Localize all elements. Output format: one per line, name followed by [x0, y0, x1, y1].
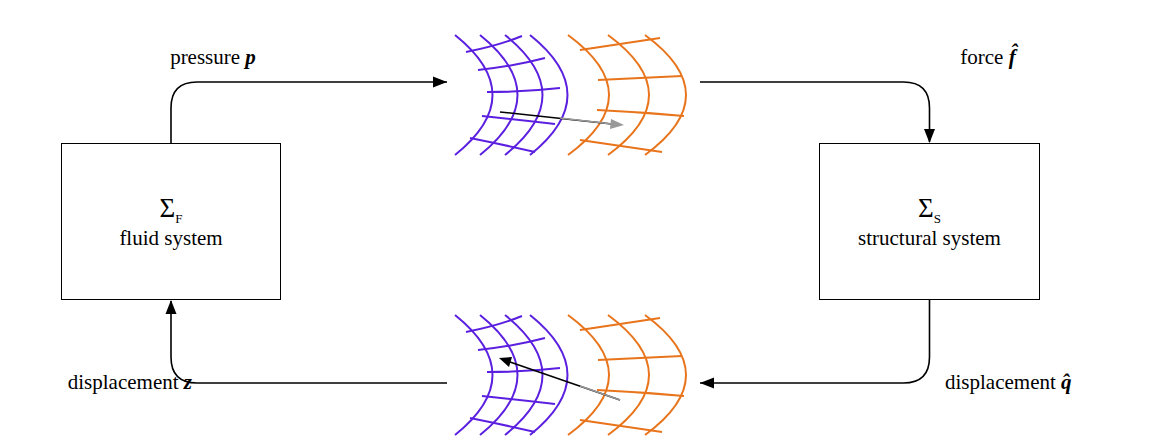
- system-symbol: ΣF: [160, 192, 183, 227]
- signal-connector: [166, 300, 930, 389]
- arrow-head: [924, 129, 935, 143]
- connector-line: [171, 82, 930, 143]
- signal-label: displacement q̂: [945, 370, 1072, 395]
- system-name: fluid system: [119, 226, 222, 251]
- system-box: ΣFfluid system: [61, 143, 281, 300]
- signal-connector: [171, 77, 935, 144]
- arrow-head: [166, 300, 177, 314]
- system-name: structural system: [858, 226, 1001, 251]
- system-symbol: ΣS: [918, 192, 941, 227]
- signal-label: force f̂: [960, 45, 1015, 70]
- arrow-head: [433, 77, 447, 88]
- signal-label: displacement z: [68, 370, 192, 395]
- signal-label: pressure p: [170, 45, 256, 70]
- arrow-head: [700, 378, 714, 389]
- system-box: ΣSstructural system: [819, 143, 1040, 300]
- connector-line: [171, 300, 930, 383]
